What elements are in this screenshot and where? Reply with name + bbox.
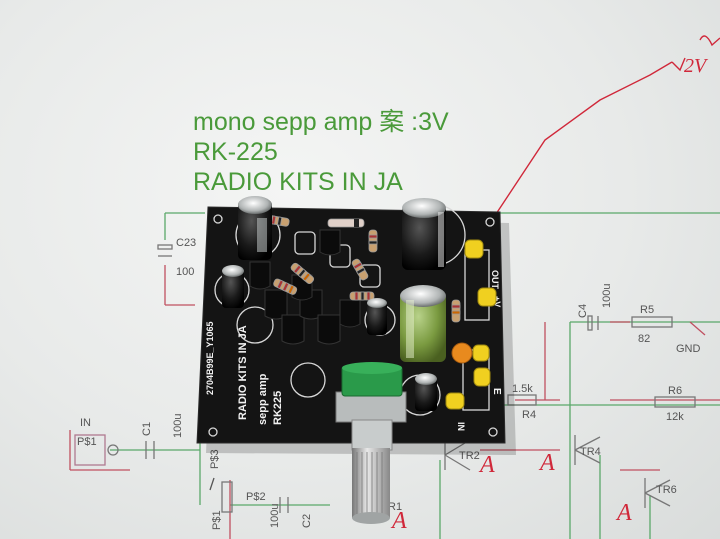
label-tr2: TR2 [459, 450, 480, 462]
annotation-top-right: 2V [684, 55, 709, 77]
ceramic-capacitor [451, 342, 473, 364]
label-tr6: TR6 [656, 484, 677, 496]
potentiometer [335, 362, 407, 524]
pcb-text-line2: sepp amp [257, 373, 269, 425]
pcb-text-out: OUT [490, 270, 500, 290]
label-ps2: P$2 [246, 491, 266, 503]
pcb-text-in: IN [456, 422, 466, 431]
label-r4: R4 [522, 409, 536, 421]
label-r6: R6 [668, 385, 682, 397]
capacitor-large-black [402, 198, 446, 270]
schematic-red-wires [69, 265, 720, 539]
label-c4: C4 [577, 304, 589, 318]
pcb-text-plusv: +V [492, 296, 502, 307]
annotation-a3: A [615, 500, 632, 526]
label-tr4: TR4 [580, 446, 601, 458]
pcb-text-line3: RK225 [272, 391, 284, 425]
resistors [266, 215, 461, 323]
annotation-a4: A [390, 508, 407, 534]
label-ps3: P$3 [209, 449, 221, 469]
yellow-pins [445, 239, 497, 410]
heading-line-2: RK-225 [193, 138, 278, 166]
label-c1-value: 100u [172, 414, 184, 438]
label-r5: R5 [640, 304, 654, 316]
heading-line-3: RADIO KITS IN JA [193, 168, 403, 196]
capacitor-small-black-4 [415, 373, 437, 411]
pcb-text-code: 2704B99E_Y1065 [205, 321, 215, 395]
label-ps1: P$1 [77, 436, 97, 448]
schematic-symbols [74, 244, 696, 513]
handwritten-marks [495, 35, 720, 215]
label-ps1b: P$1 [211, 510, 223, 530]
label-c23: C23 [176, 237, 196, 249]
capacitor-large-green [400, 285, 446, 362]
label-c2: C2 [301, 514, 313, 528]
label-r5-value: 82 [638, 333, 650, 345]
label-c2-value: 100u [269, 504, 281, 528]
label-c23-value: 100 [176, 266, 194, 278]
diode [327, 218, 365, 228]
pcb-text-e: E [491, 388, 502, 395]
schematic-labels: C23 100 C4 100u R5 82 GND 1.5k R4 R6 12k… [77, 237, 701, 530]
pcb-text-line1: RADIO KITS IN JA [237, 325, 249, 420]
capacitor-small-black-1 [238, 196, 272, 260]
label-c4-value: 100u [601, 284, 613, 308]
heading-line-1: mono sepp amp 案 :3V [193, 108, 449, 136]
handwritten-letters: A A A A 2V [390, 55, 709, 534]
annotation-a2: A [538, 450, 555, 476]
label-in: IN [80, 417, 91, 429]
capacitor-small-black-2 [222, 265, 244, 308]
transistors [249, 229, 361, 345]
label-r6-value: 12k [666, 411, 684, 423]
label-gnd: GND [676, 343, 701, 355]
label-r1: R1 [388, 501, 402, 513]
annotation-a1: A [478, 452, 495, 478]
capacitor-small-black-3 [367, 298, 387, 335]
label-r4-value: 1.5k [512, 383, 533, 395]
pcb-silkscreen-text: RADIO KITS IN JA sepp amp RK225 2704B99E… [205, 270, 502, 431]
label-c1: C1 [141, 422, 153, 436]
